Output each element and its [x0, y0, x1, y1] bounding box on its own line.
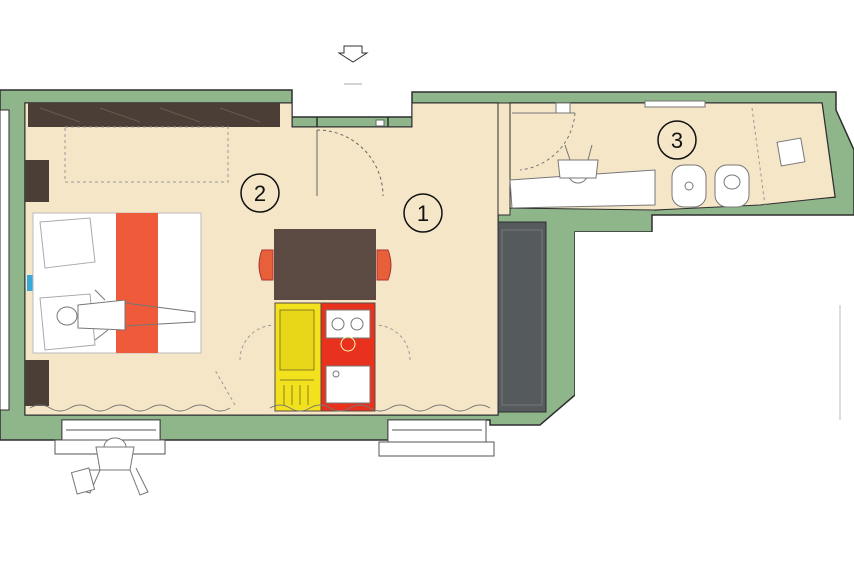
person-at-sink [557, 144, 599, 184]
kitchen-block [274, 302, 376, 412]
wall-switch [27, 275, 33, 291]
room-label-2: 2 [240, 173, 280, 213]
bed [32, 212, 202, 354]
chair-right [376, 249, 392, 281]
partition [497, 102, 511, 216]
kitchen-door-arcs [214, 324, 411, 406]
left-opening [0, 109, 10, 411]
arrow-down-outline-icon [337, 45, 369, 63]
room-label-3: 3 [657, 120, 697, 160]
bathroom-fixtures [509, 100, 806, 209]
svg-text:3: 3 [671, 128, 683, 153]
dining-table [274, 229, 376, 300]
bathroom-door [512, 102, 576, 171]
curtains [29, 404, 491, 412]
wall-panel-top [25, 160, 49, 202]
room-label-1: 1 [403, 193, 443, 233]
svg-text:1: 1 [417, 201, 429, 226]
exterior-courtyard [575, 232, 854, 588]
chair-left [258, 249, 274, 281]
sleeping-person [56, 289, 196, 341]
windows-bottom [54, 419, 495, 457]
svg-text:2: 2 [254, 181, 266, 206]
closet [497, 221, 547, 413]
wardrobe [28, 103, 280, 183]
entrance-door [316, 119, 385, 197]
person-outside [70, 437, 149, 496]
wall-panel-bottom [25, 360, 49, 406]
